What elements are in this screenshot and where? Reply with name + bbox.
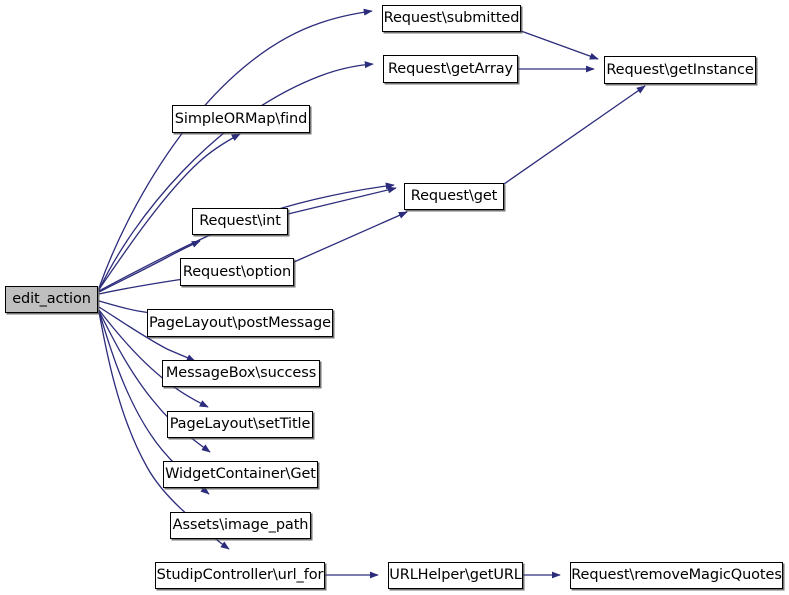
edge-request_get-to-request_getinstance xyxy=(503,85,646,185)
node-label: SimpleORMap\find xyxy=(174,110,308,127)
node-label: MessageBox\success xyxy=(165,365,317,382)
node-label: Request\int xyxy=(199,213,281,230)
node-widgetcontainer_get[interactable]: WidgetContainer\Get xyxy=(163,461,318,488)
node-pagelayout_postmessage[interactable]: PageLayout\postMessage xyxy=(147,309,333,337)
node-label: Assets\image_path xyxy=(172,517,309,534)
node-request_submitted[interactable]: Request\submitted xyxy=(382,5,521,32)
edge-request_option-to-request_get xyxy=(293,211,408,263)
node-label: Request\submitted xyxy=(383,10,520,27)
edge-request_submitted-to-request_getinstance xyxy=(520,30,599,60)
edge-edit_action-to-request_int xyxy=(98,240,201,293)
node-request_removemagic[interactable]: Request\removeMagicQuotes xyxy=(570,562,783,589)
node-request_int[interactable]: Request\int xyxy=(192,208,288,235)
node-label: Request\getArray xyxy=(387,60,514,77)
node-request_get[interactable]: Request\get xyxy=(404,183,504,210)
node-label: Request\get xyxy=(410,188,498,205)
node-label: PageLayout\setTitle xyxy=(169,416,311,433)
node-request_getarray[interactable]: Request\getArray xyxy=(383,55,518,83)
node-label: PageLayout\postMessage xyxy=(149,314,331,331)
edge-request_int-to-request_get xyxy=(287,186,397,215)
node-assets_image_path[interactable]: Assets\image_path xyxy=(170,512,311,539)
node-pagelayout_settitle[interactable]: PageLayout\setTitle xyxy=(167,411,313,438)
edge-edit_action-to-request_getarray xyxy=(98,61,374,291)
node-label: Request\removeMagicQuotes xyxy=(571,567,782,584)
node-label: Request\option xyxy=(182,263,292,280)
node-label: Request\getInstance xyxy=(606,61,754,78)
node-urlhelper_geturl[interactable]: URLHelper\getURL xyxy=(388,562,523,589)
node-simpleormap_find[interactable]: SimpleORMap\find xyxy=(172,105,310,133)
node-edit_action[interactable]: edit_action xyxy=(5,286,98,313)
node-label: edit_action xyxy=(12,291,91,308)
node-label: StudipController\url_for xyxy=(156,567,324,584)
node-messagebox_success[interactable]: MessageBox\success xyxy=(162,360,320,387)
node-studipcontroller_urlfor[interactable]: StudipController\url_for xyxy=(155,562,325,589)
node-request_option[interactable]: Request\option xyxy=(180,258,294,286)
node-label: WidgetContainer\Get xyxy=(165,466,316,483)
node-request_getinstance[interactable]: Request\getInstance xyxy=(604,56,756,84)
edge-edit_action-to-simpleormap_find xyxy=(99,133,241,289)
edge-edit_action-to-widgetcontainer_get xyxy=(98,310,211,453)
edge-edit_action-to-messagebox_success xyxy=(98,306,196,362)
edge-edit_action-to-request_submitted xyxy=(98,8,373,289)
node-label: URLHelper\getURL xyxy=(389,567,522,584)
